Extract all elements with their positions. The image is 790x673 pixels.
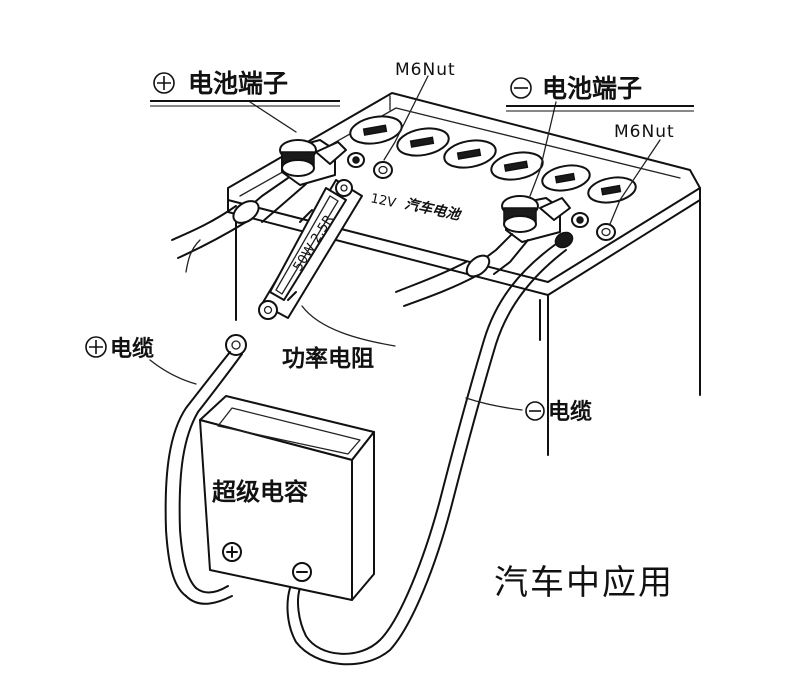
supercap-label: 超级电容 [212,478,308,506]
m6-nut-right-drawing [571,212,616,241]
pos-cable-label: 电缆 [85,336,154,362]
resistor-label: 功率电阻 [282,345,374,372]
negative-cable [286,231,574,666]
pos-terminal-label: 电池端子 [150,69,340,107]
neg-cable-label: 电缆 [525,399,592,425]
nut-left-leader [383,75,429,161]
nut-right-label: M6Nut [614,122,675,142]
neg-terminal-label: 电池端子 [506,74,694,112]
pos-terminal-leader [249,101,297,133]
supercapacitor [199,395,375,601]
neg-terminal-leader [529,101,557,197]
positive-terminal-clamp [171,139,347,273]
nut-right-leader [609,139,661,225]
battery-name: 汽车电池 [403,195,463,224]
figure-title: 汽车中应用 [494,563,674,603]
vent-caps [349,115,637,204]
neg-terminal-text: 电池端子 [542,74,642,103]
plus-in-circle-icon [85,336,107,358]
pos-terminal-text: 电池端子 [188,69,288,98]
nut-left-label: M6Nut [395,60,456,80]
minus-in-circle-icon [525,401,545,421]
car-battery [227,92,701,456]
pos-cable-text: 电缆 [110,336,154,362]
plus-in-circle-icon [153,72,175,94]
neg-cable-text: 电缆 [548,399,592,425]
minus-in-circle-icon [510,77,532,99]
negative-terminal-clamp [395,195,571,307]
m6-nut-left-drawing [347,152,393,179]
power-resistor: 50W 2.5R [258,179,396,347]
positive-cable [149,334,247,605]
battery-voltage: 12V [369,191,397,211]
